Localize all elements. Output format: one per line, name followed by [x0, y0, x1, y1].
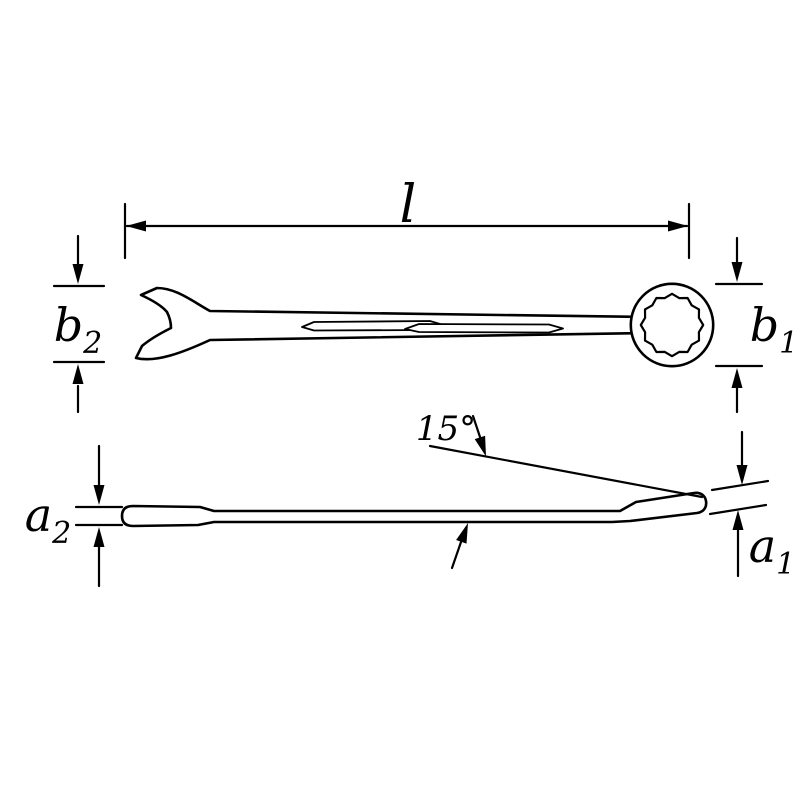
- arrowhead-to-shaft-icon: [456, 523, 468, 544]
- arrowhead-down-icon: [93, 485, 105, 505]
- arrowhead-up-icon: [731, 368, 743, 388]
- dim-a2-label: a2: [25, 488, 72, 551]
- angle-annotation: 15°: [416, 409, 704, 570]
- extension-line-top: [710, 479, 770, 492]
- arrowhead-up-icon: [93, 527, 105, 547]
- arrowhead-up-icon: [72, 364, 84, 384]
- shaft-recess-right: [404, 323, 564, 334]
- arrow-tail-upper: [471, 414, 482, 439]
- dim-b2-label: b2: [54, 298, 103, 361]
- arrowhead-down-icon: [72, 264, 84, 284]
- dim-a1-label: a1: [749, 519, 796, 582]
- arrowhead-up-icon: [732, 510, 744, 530]
- arrowhead-to-angle-line-icon: [474, 435, 486, 457]
- extension-line-bottom: [708, 503, 768, 516]
- angle-label: 15°: [416, 409, 476, 449]
- angle-reference-line: [428, 444, 704, 499]
- wrench-side-view: [120, 491, 708, 528]
- dim-length: l: [123, 175, 691, 260]
- dim-b1: b1: [714, 236, 799, 414]
- arrowhead-down-icon: [731, 262, 743, 282]
- arrowhead-down-icon: [736, 465, 748, 485]
- dim-b1-label: b1: [750, 298, 799, 361]
- dim-a2: a2: [25, 444, 124, 588]
- dim-length-label: l: [400, 175, 417, 235]
- arrowhead-right-icon: [668, 220, 688, 232]
- arrowhead-left-icon: [126, 220, 146, 232]
- arrow-tail-lower: [450, 540, 463, 570]
- side-profile: [120, 491, 708, 528]
- wrench-top-view: [134, 282, 715, 368]
- dim-a1: a1: [708, 430, 796, 582]
- dim-b2: b2: [52, 234, 106, 414]
- ring-socket-profile: [639, 292, 705, 358]
